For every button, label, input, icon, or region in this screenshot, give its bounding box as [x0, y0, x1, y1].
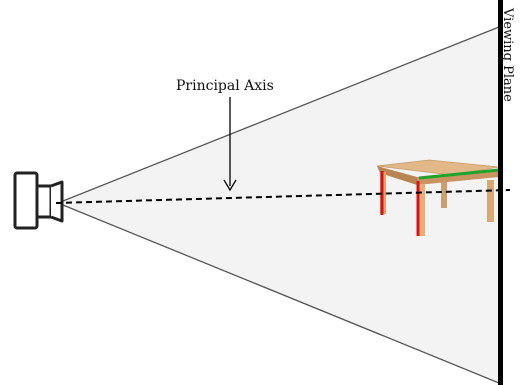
table-icon [376, 159, 500, 236]
view-frustum [58, 27, 499, 383]
principal-axis-line [55, 189, 511, 204]
frustum-lower-edge [57, 202, 500, 384]
arrowhead [223, 179, 237, 192]
frustum-upper-edge [57, 26, 500, 204]
viewing-plane-label: Viewing Plane [500, 8, 515, 102]
principal-axis-label: Principal Axis [176, 78, 274, 94]
highlight-top-edge [418, 168, 500, 180]
viewing-plane [498, 0, 503, 385]
camera-icon [13, 171, 64, 230]
